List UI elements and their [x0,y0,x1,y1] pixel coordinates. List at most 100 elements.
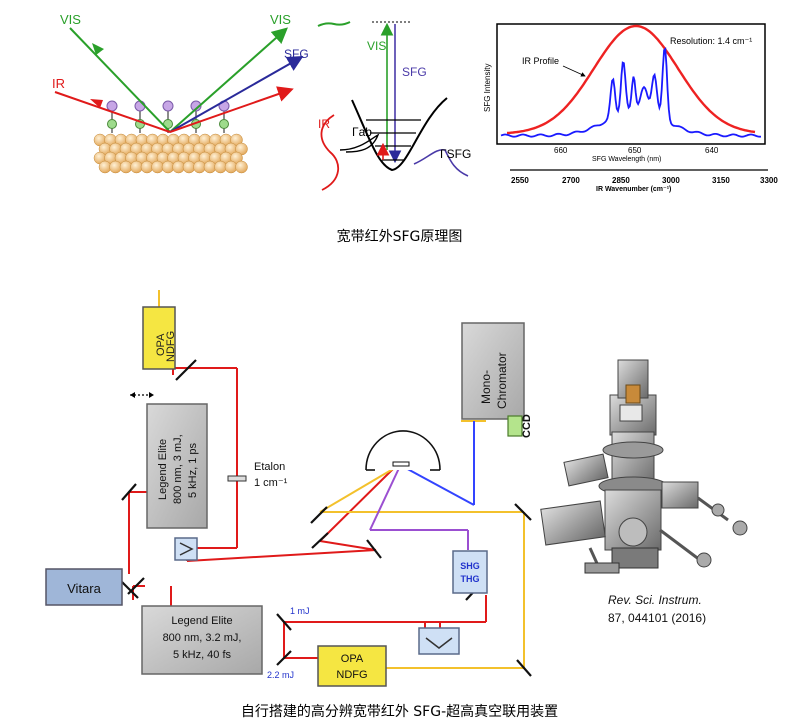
potential-well [351,97,448,172]
opa-ndfg-bottom-box: OPA NDFG [317,645,387,687]
opa-bottom-line1: OPA [341,653,364,665]
vis-beam-left [69,27,171,133]
sfg-spectrum-curve [500,47,762,138]
ccd-label: CCD [521,414,533,438]
vis-beam-left-arrow [92,43,104,55]
vitara-box: Vitara [45,568,123,606]
mirror [516,659,532,677]
top-tick: 660 [554,146,568,155]
ir-beam-in [54,91,171,133]
shg-label: SHG [460,561,480,571]
bottom-axis-ticks: 2550 2700 2850 3000 3150 3300 [511,176,778,185]
legend2-line3: 5 kHz, 40 fs [173,649,232,661]
top-tick: 640 [705,146,719,155]
monochromator-box: Mono- Chromator [461,322,525,420]
adsorbed-molecule [162,100,174,133]
sample-chamber [365,430,441,471]
sfg-narrow-lineshape [413,148,469,177]
adsorbed-molecule [106,100,118,133]
shg-thg-box: SHG THG [452,550,488,594]
mirror [514,503,532,521]
substrate-atom [151,160,164,174]
ir-profile-label: IR Profile [522,56,559,66]
etalon-label: Etalon [254,461,285,473]
substrate-atom [109,160,122,174]
bottom-tick: 3150 [712,176,730,185]
gamma-ab-lineshape [339,133,380,153]
bottom-tick: 2550 [511,176,529,185]
top-axis-ticks: 660 650 640 [554,146,719,155]
bottom-tick: 2700 [562,176,580,185]
uhv-apparatus-illustration [540,359,748,574]
ir-broad-spectrum [320,114,339,191]
y-axis-label: SFG Intensity [483,64,492,112]
mirror [276,650,292,666]
panel-b-energy-diagram: VIS SFG IR Γab ΓSFG [317,21,471,191]
substrate-atom [172,160,185,174]
thg-label: THG [461,574,480,584]
substrate-atom [98,160,112,174]
panel-a-surface-schematic: VIS VIS SFG IR [52,12,309,174]
beam-purple [369,465,401,531]
substrate-atom [119,160,133,174]
beam-blue [401,465,475,506]
substrate-atom [235,160,248,174]
ir-label-b: IR [318,117,330,131]
vitara-label: Vitara [67,581,101,596]
etalon-value: 1 cm⁻¹ [254,477,288,489]
adsorbed-molecule [218,100,230,133]
beam-red [186,549,377,562]
mono-line2: Chromator [495,352,509,409]
mirrors [121,359,532,677]
top-tick: 650 [628,146,642,155]
beam-yellow [319,465,399,513]
mono-line1: Mono- [479,370,493,404]
delay-stage-2 [418,627,460,655]
legend2-line1: Legend Elite [171,615,232,627]
sfg-label-b: SFG [402,65,427,79]
mirror [127,577,145,595]
top-axis-label: SFG Wavelength (nm) [592,156,661,163]
bottom-tick: 3000 [662,176,680,185]
legend2-line2: 800 nm, 3.2 mJ, [163,632,242,644]
bottom-tick: 2850 [612,176,630,185]
substrate-atom [203,160,217,174]
sfg-label: SFG [284,47,309,61]
red-beams [128,351,487,659]
caption-bottom: 自行搭建的高分辨宽带红外 SFG-超高真空联用装置 [240,704,559,720]
resolution-label: Resolution: 1.4 cm⁻¹ [670,36,752,46]
beam-red [319,465,397,542]
mirror [121,483,137,501]
bottom-axis-label: IR Wavenumber (cm⁻¹) [596,186,671,193]
legend1-line1: Legend Elite [157,439,169,500]
gamma-ab-label: Γab [352,125,372,139]
legend-elite-40fs-box: Legend Elite 800 nm, 3.2 mJ, 5 kHz, 40 f… [141,605,263,675]
substrate-atom [161,160,175,174]
vis-label-right: VIS [270,12,291,27]
delay-stage-1 [174,537,198,561]
vis-beam-right [169,27,288,133]
blue-beams [401,421,475,506]
legend1-line2: 800 nm, 3 mJ, [172,434,184,504]
mirror [366,539,382,559]
purple-beams [369,465,469,550]
sfg-beam [169,56,304,133]
two-mj-label: 2.2 mJ [267,670,294,680]
ir-profile-pointer [562,65,586,77]
one-mj-label: 1 mJ [290,606,310,616]
bottom-tick: 3300 [760,176,778,185]
translation-arrow-icon [130,392,154,398]
ir-profile-curve [506,24,756,135]
mirror [310,506,328,524]
substrate-atom [224,160,238,174]
panel-c-spectrum: SFG Intensity Resolution: 1.4 cm⁻¹ IR Pr… [483,23,778,193]
vis-wave-icon [317,21,351,27]
mirror [121,581,139,599]
substrate-atom [140,160,154,174]
opa-top-line2: NDFG [165,331,177,362]
gamma-sfg-label: ΓSFG [440,147,471,161]
ir-beam-in-arrow [90,99,103,108]
beam-splitter [227,475,247,482]
ir-label: IR [52,76,65,91]
